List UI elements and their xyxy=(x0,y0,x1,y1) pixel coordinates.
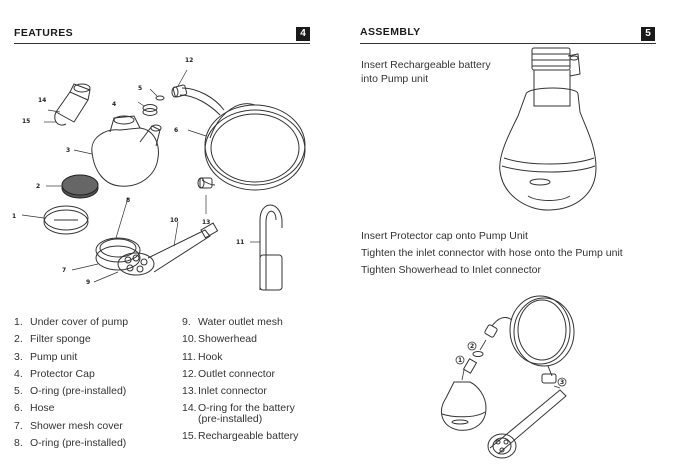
list-item: 13.Inlet connector xyxy=(182,385,267,398)
list-item: 12.Outlet connector xyxy=(182,367,276,380)
list-item: 9.Water outlet mesh xyxy=(182,316,283,328)
battery-insertion-diagram xyxy=(499,47,597,211)
list-item: 7.Shower mesh cover xyxy=(14,419,123,432)
callout-6: 6 xyxy=(174,127,178,134)
showerhead-illustration xyxy=(95,222,219,276)
assembly-title: ASSEMBLY xyxy=(360,26,421,38)
filter-sponge-illustration xyxy=(61,174,99,199)
list-item: 1.Under cover of pump xyxy=(14,316,129,328)
inlet-connector-illustration xyxy=(197,177,213,189)
page-number-badge: 4 xyxy=(296,27,310,41)
assembly-callout-3: 3 xyxy=(560,379,564,386)
parts-list-right: 9.Water outlet mesh 10.Showerhead 11.Hoo… xyxy=(182,314,298,446)
callout-12: 12 xyxy=(185,57,193,64)
callout-15: 15 xyxy=(22,118,30,125)
list-item: 2.Filter sponge xyxy=(14,333,91,346)
list-item: 15.Rechargeable battery xyxy=(182,430,299,443)
list-item: 10.Showerhead xyxy=(182,333,257,346)
battery-illustration xyxy=(54,83,91,126)
callout-2: 2 xyxy=(36,183,40,190)
parts-list-left: 1.Under cover of pump 2.Filter sponge 3.… xyxy=(14,314,128,452)
leader-lines xyxy=(21,69,260,283)
assembly-step: Tighten Showerhead to Inlet connector xyxy=(361,264,541,276)
list-item: 8.O-ring (pre-installed) xyxy=(14,437,127,450)
hook-illustration xyxy=(259,204,283,291)
callout-11: 11 xyxy=(236,239,244,246)
features-divider xyxy=(14,43,310,44)
features-title: FEATURES xyxy=(14,27,74,39)
list-item: 3.Pump unit xyxy=(14,350,78,363)
list-item: 6.Hose xyxy=(14,402,55,415)
list-item: 14.O-ring for the battery(pre-installed) xyxy=(182,402,295,426)
exploded-parts-diagram: 12 5 14 4 15 6 3 2 8 1 10 13 11 7 9 xyxy=(12,57,306,291)
callout-4: 4 xyxy=(112,101,116,108)
callout-3: 3 xyxy=(66,147,70,154)
callout-13: 13 xyxy=(202,219,210,226)
assembly-divider xyxy=(360,43,656,44)
protector-cap-illustration xyxy=(142,95,165,116)
assembly-steps: Insert Protector cap onto Pump Unit Tigh… xyxy=(361,228,623,279)
callout-14: 14 xyxy=(38,97,46,104)
assembly-callout-1: 1 xyxy=(458,357,462,364)
page-number-badge: 5 xyxy=(641,27,655,41)
list-item: 5.O-ring (pre-installed) xyxy=(14,385,127,398)
callout-5: 5 xyxy=(138,85,142,92)
assembly-step: Tighten the inlet connector with hose on… xyxy=(361,247,623,259)
assembly-callout-2: 2 xyxy=(470,343,474,350)
assembly-step: Insert Protector cap onto Pump Unit xyxy=(361,230,528,242)
callout-8: 8 xyxy=(126,197,130,204)
pump-unit-illustration xyxy=(91,115,162,187)
list-item: 11.Hook xyxy=(182,350,223,363)
callout-9: 9 xyxy=(86,279,90,286)
assembly-step-1: Insert Rechargeable battery into Pump un… xyxy=(361,59,491,85)
callout-7: 7 xyxy=(62,267,66,274)
hose-illustration xyxy=(179,87,306,191)
callout-1: 1 xyxy=(12,213,16,220)
list-item: 4.Protector Cap xyxy=(14,367,95,380)
under-cover-illustration xyxy=(43,205,89,235)
outlet-connector-illustration xyxy=(171,84,188,98)
callout-10: 10 xyxy=(170,217,178,224)
assembly-diagram: 1 2 3 xyxy=(441,295,575,459)
